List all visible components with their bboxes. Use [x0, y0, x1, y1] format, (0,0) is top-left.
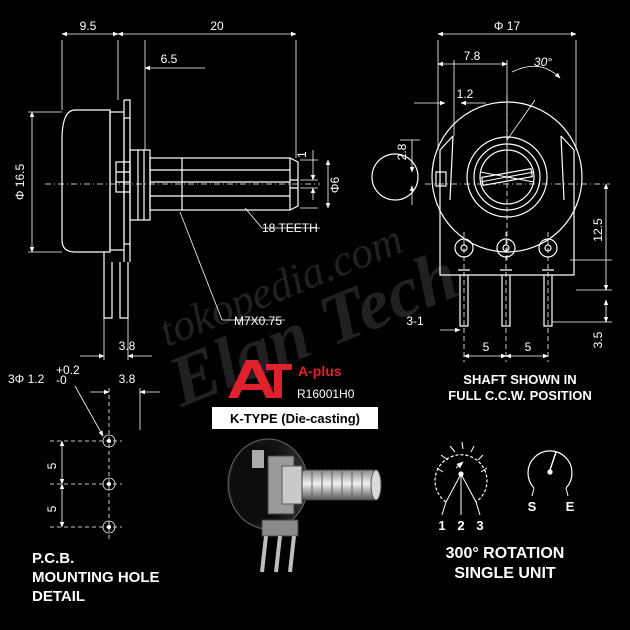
rotation-symbol — [434, 441, 488, 516]
dim-3-5: 3.5 — [591, 331, 605, 348]
pcb-dim-5-b: 5 — [45, 505, 59, 512]
rotation-label-line2: SINGLE UNIT — [454, 565, 556, 582]
pin-1-label: 1 — [438, 518, 445, 533]
potentiometer-photo — [227, 438, 382, 573]
dim-5-front-a: 5 — [483, 340, 490, 354]
dim-3-1: 3-1 — [406, 314, 424, 328]
switch-symbol — [527, 450, 573, 497]
part-number: R16001H0 — [297, 387, 355, 401]
front-view-dimension-lines — [409, 31, 609, 359]
brand-logo — [228, 360, 292, 398]
dim-7-8: 7.8 — [464, 49, 481, 63]
dim-12-5: 12.5 — [591, 218, 605, 242]
pcb-label-line1: P.C.B. — [32, 550, 74, 567]
dim-9-5: 9.5 — [80, 19, 97, 33]
k-type-label: K-TYPE (Die-casting) — [230, 411, 360, 426]
pcb-hole-count: 3Φ 1.2 — [8, 372, 45, 386]
rotation-label-line1: 300° ROTATION — [446, 545, 565, 562]
dim-6-5: 6.5 — [161, 52, 178, 66]
dim-20: 20 — [210, 19, 224, 33]
dim-18-teeth: 18 TEETH — [262, 221, 318, 235]
k-type-banner — [212, 407, 378, 429]
pcb-dim-5-a: 5 — [45, 462, 59, 469]
dim-phi-6: Φ6 — [328, 177, 342, 194]
dim-1: 1 — [295, 151, 309, 158]
pcb-label-line2: MOUNTING HOLE — [32, 569, 160, 586]
pin-2-label: 2 — [457, 518, 464, 533]
dim-5-front-b: 5 — [525, 340, 532, 354]
dim-2-8: 2.8 — [395, 143, 409, 160]
pcb-tolerance-minus: -0 — [56, 373, 67, 387]
dim-1-2: 1.2 — [457, 87, 474, 101]
pcb-tolerance-plus: +0.2 — [56, 363, 80, 377]
side-view-dimension-lines — [29, 31, 331, 359]
shaft-position-line1: SHAFT SHOWN IN — [463, 372, 576, 387]
side-view — [28, 40, 320, 360]
pcb-label-line3: DETAIL — [32, 588, 85, 605]
dim-m7x0-75: M7X0.75 — [234, 314, 282, 328]
brand-name: A-plus — [298, 363, 342, 379]
pin-3-label: 3 — [476, 518, 483, 533]
dim-30-degrees: 30° — [534, 55, 552, 69]
dim-phi-16-5: Φ 16.5 — [13, 164, 27, 201]
switch-e-label: E — [566, 499, 575, 514]
pcb-dim-3-8: 3.8 — [119, 372, 136, 386]
dim-3-8-side: 3.8 — [119, 339, 136, 353]
dim-phi-17: Φ 17 — [494, 19, 521, 33]
shaft-position-line2: FULL C.C.W. POSITION — [448, 388, 591, 403]
switch-s-label: S — [528, 499, 537, 514]
pcb-hole-detail — [50, 385, 160, 540]
